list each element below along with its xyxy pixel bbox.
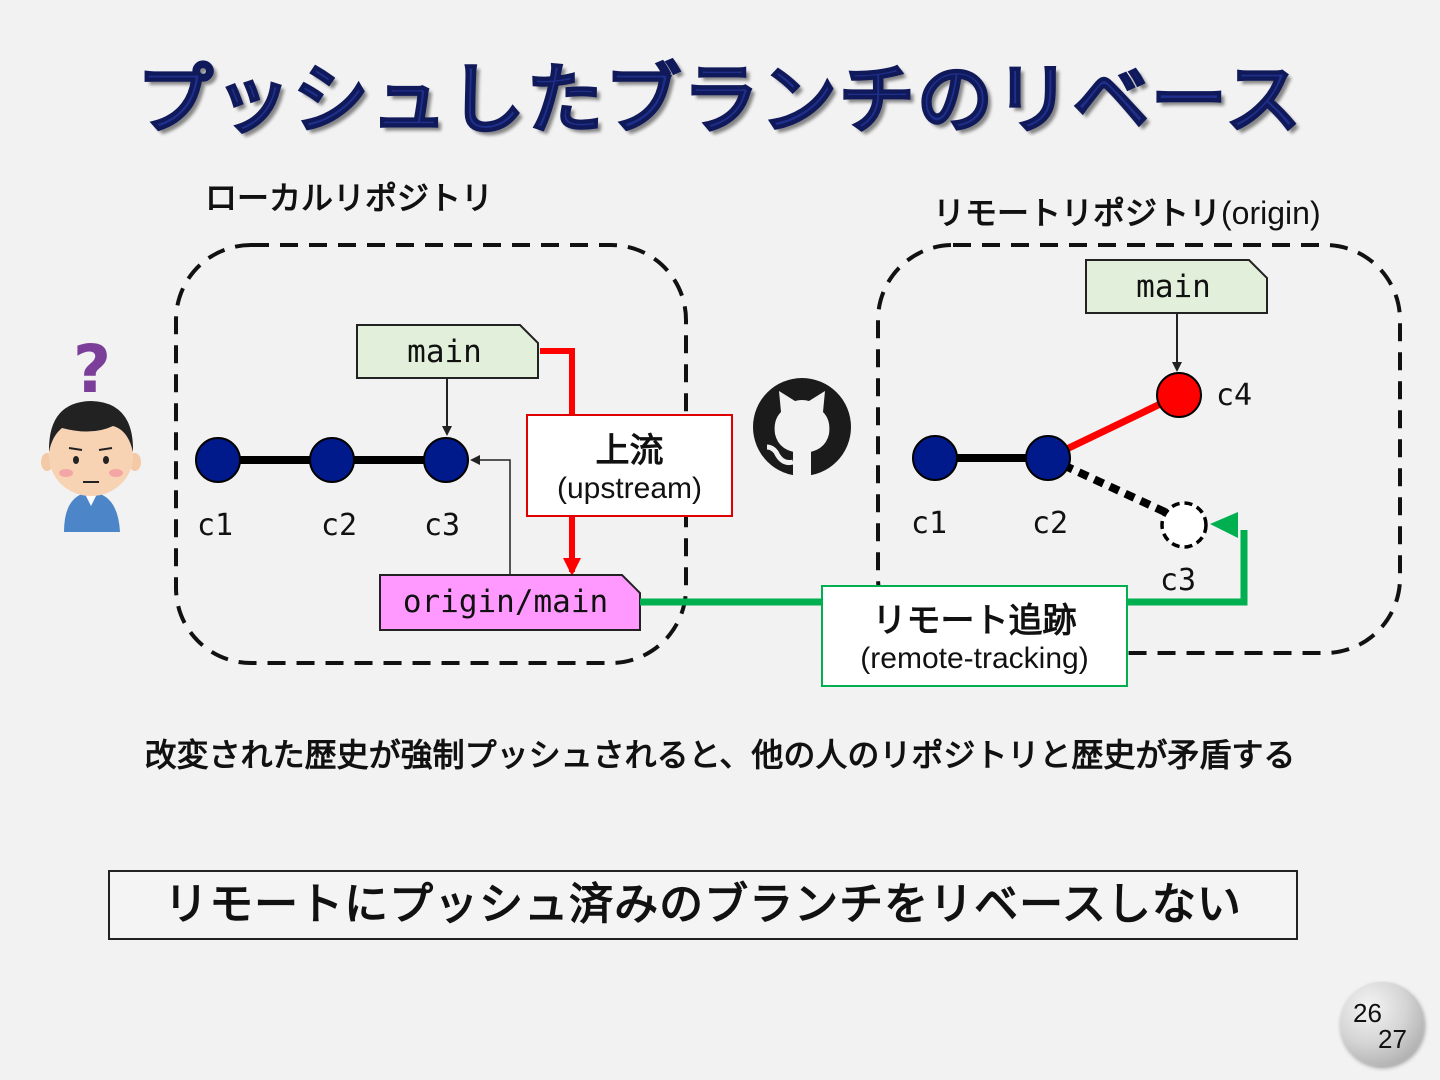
- remote-main-ref-label: main: [1136, 269, 1211, 305]
- github-octocat-icon: [753, 378, 851, 478]
- slide-title: プッシュしたブランチのリベース: [136, 54, 1304, 145]
- remote-commit-c2: [1025, 435, 1071, 481]
- local-main-ref-tag: [356, 324, 539, 379]
- person-question-icon: ?: [41, 331, 141, 532]
- remote-main-ref-tag: [1085, 259, 1268, 314]
- local-commit-label-c2: c2: [321, 508, 358, 543]
- caption-text: 改変された歴史が強制プッシュされると、他の人のリポジトリと歴史が矛盾する: [144, 736, 1296, 774]
- tracking-box-en: (remote-tracking): [860, 642, 1089, 675]
- upstream-box-en: (upstream): [556, 472, 703, 505]
- remote-commit-c1: [912, 435, 958, 481]
- rule-box: リモートにプッシュ済みのブランチをリベースしない: [108, 870, 1298, 940]
- remote-repo-label-jp: リモートリポジトリ: [933, 194, 1222, 232]
- remote-repo-label-en: (origin): [1221, 195, 1321, 231]
- remote-commit-c3-removed: [1160, 501, 1208, 549]
- origin-main-ref-tag: [379, 574, 641, 631]
- tracking-box-text: リモート追跡 (remote-tracking): [822, 593, 1127, 676]
- svg-text:?: ?: [73, 331, 111, 408]
- local-main-ref-label: main: [407, 334, 482, 370]
- local-commit-label-c1: c1: [197, 508, 234, 543]
- local-repo-label: ローカルリポジトリ: [205, 179, 494, 217]
- remote-commit-label-c1: c1: [911, 506, 948, 541]
- origin-main-pointer: [470, 455, 511, 574]
- remote-commit-label-c2: c2: [1032, 506, 1069, 541]
- upstream-box-text: 上流 (upstream): [527, 423, 732, 506]
- local-commit-label-c3: c3: [424, 508, 461, 543]
- remote-commit-label-c4: c4: [1216, 378, 1253, 413]
- origin-main-ref-label: origin/main: [402, 584, 609, 620]
- rule-text: リモートにプッシュ済みのブランチをリベースしない: [164, 879, 1242, 930]
- page-number-total: 27: [1378, 1024, 1407, 1054]
- remote-repo-label: リモートリポジトリ(origin): [933, 188, 1321, 234]
- tracking-box-jp: リモート追跡: [872, 601, 1077, 641]
- page-number-current: 26: [1353, 998, 1382, 1028]
- remote-tracking-arrowhead: [1210, 512, 1238, 538]
- local-commit-c3: [423, 437, 469, 483]
- remote-repo-frame: [876, 243, 1402, 655]
- remote-commit-label-c3: c3: [1160, 563, 1197, 598]
- local-commit-c1: [195, 437, 241, 483]
- page-number-badge: [1340, 982, 1424, 1066]
- tracking-box: [821, 585, 1128, 687]
- upstream-box-jp: 上流: [595, 431, 664, 471]
- remote-new-edge: [1046, 391, 1181, 462]
- upstream-box: [526, 414, 733, 517]
- upstream-connector: [540, 348, 575, 415]
- remote-commit-c4: [1156, 372, 1202, 418]
- local-commit-c2: [309, 437, 355, 483]
